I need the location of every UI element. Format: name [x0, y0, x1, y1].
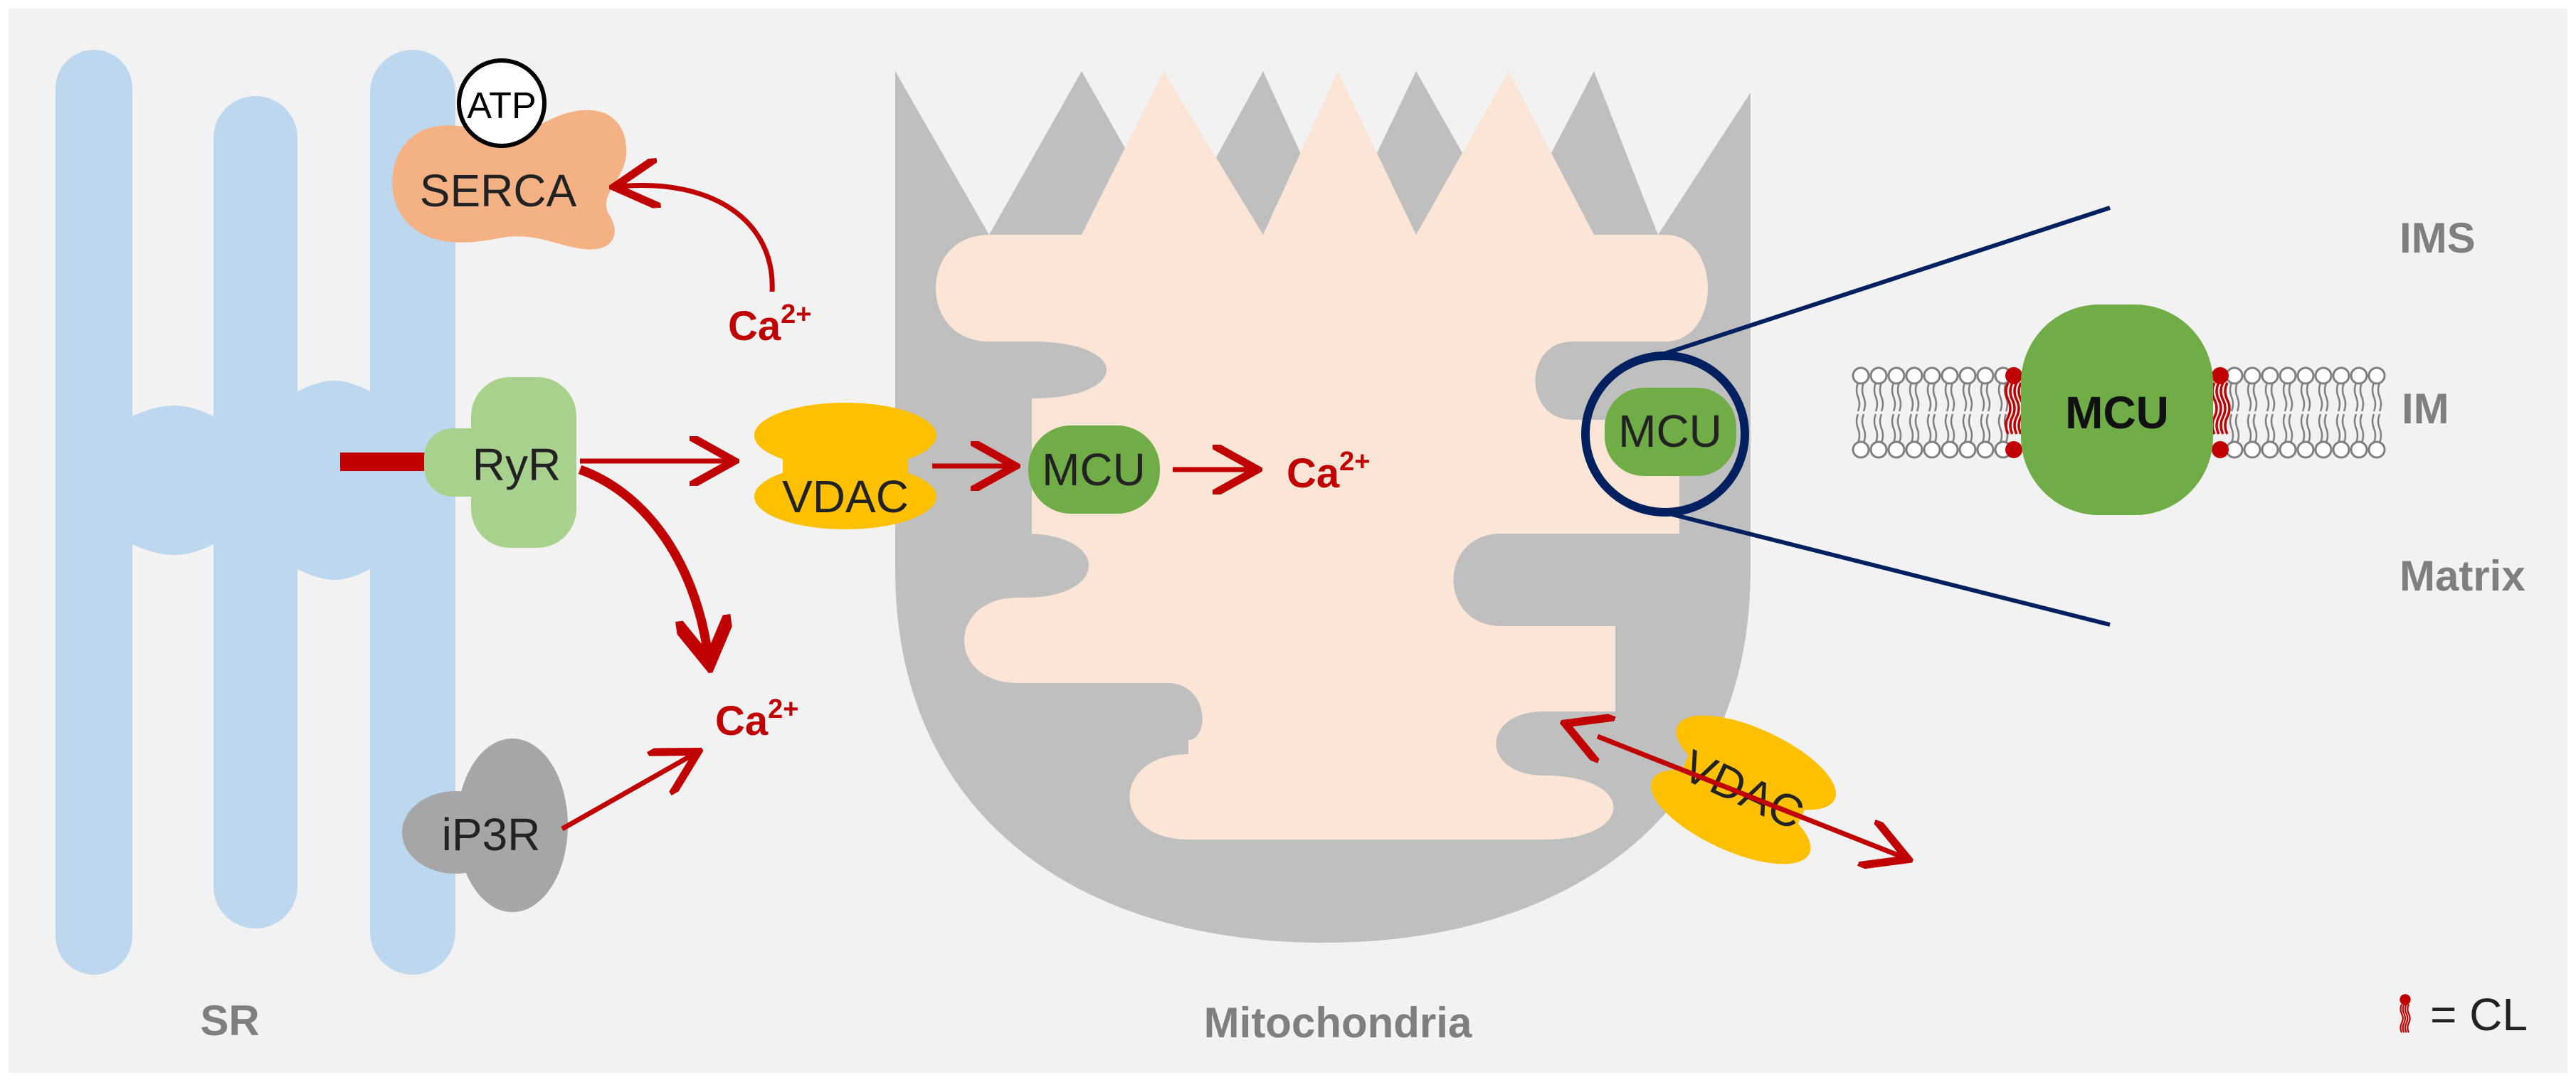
zoom-line-bottom: [1657, 509, 2111, 627]
ip3r-label: iP3R: [442, 809, 541, 860]
zoom-line-top: [1657, 206, 2111, 358]
arrow-ryr-to-cytosol: [578, 465, 708, 655]
arrow-vdac-bidirectional: [1598, 736, 1904, 857]
mcu-zoomed: MCU: [2021, 305, 2213, 515]
mito-matrix: [936, 71, 1708, 840]
serca-pump: ATP SERCA: [392, 58, 627, 250]
mitochondria-label: Mitochondria: [1204, 999, 1472, 1047]
svg-text:Ca2+: Ca2+: [728, 300, 811, 349]
mcu-zoom-source: MCU: [1581, 351, 1749, 517]
atp-label: ATP: [467, 85, 536, 127]
calcium-ion-serca: Ca2+: [728, 300, 811, 349]
mcu-circle-label: MCU: [1618, 406, 1722, 457]
calcium-ion-matrix: Ca2+: [1287, 447, 1370, 497]
ip3r-channel: iP3R: [402, 739, 568, 912]
im-label: IM: [2402, 385, 2449, 433]
svg-text:Ca2+: Ca2+: [715, 694, 798, 744]
sr-label: SR: [200, 997, 259, 1044]
sarcoplasmic-reticulum: [56, 50, 455, 975]
mcu-zoom-label: MCU: [2065, 387, 2169, 438]
calcium-ion-cytosol: Ca2+: [715, 694, 798, 744]
ims-label: IMS: [2400, 214, 2476, 262]
mcu-main-label: MCU: [1042, 444, 1146, 495]
ryr-channel: RyR: [424, 377, 576, 548]
atp-circle: [457, 58, 547, 148]
cardiolipin-legend-icon: [2400, 994, 2411, 1033]
legend: = CL: [2400, 989, 2528, 1040]
svg-text:Ca2+: Ca2+: [1287, 447, 1370, 497]
mitochondrion: [895, 71, 1751, 943]
matrix-label: Matrix: [2400, 552, 2525, 600]
vdac-top-label: VDAC: [782, 471, 909, 522]
arrow-ca-to-serca: [619, 185, 775, 292]
serca-label: SERCA: [420, 165, 577, 216]
vdac-top: VDAC: [754, 403, 936, 529]
legend-label: = CL: [2430, 989, 2528, 1040]
ryr-label: RyR: [473, 439, 561, 490]
ryr-stub: [340, 452, 440, 471]
mcu-main: MCU: [1028, 425, 1160, 514]
arrow-ip3r-to-cytosol: [561, 754, 694, 832]
